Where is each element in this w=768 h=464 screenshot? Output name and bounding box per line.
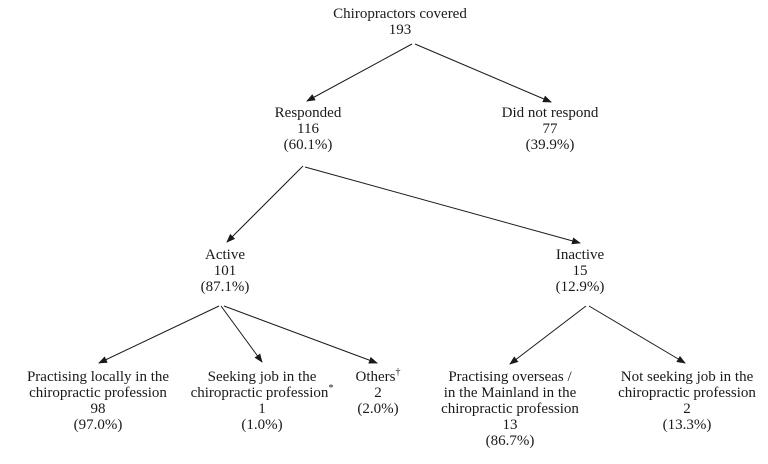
node-not-seeking-job-value: 2 bbox=[683, 401, 691, 417]
node-did-not-respond-label: Did not respond bbox=[501, 105, 599, 121]
node-practising-locally-label-line1: Practising locally in the bbox=[26, 369, 170, 385]
node-inactive-label: Inactive bbox=[555, 247, 605, 263]
node-did-not-respond: Did not respond 77 (39.9%) bbox=[502, 105, 599, 153]
node-active: Active 101 (87.1%) bbox=[201, 247, 250, 295]
node-root-value: 193 bbox=[388, 22, 412, 38]
node-not-seeking-job-percent: (13.3%) bbox=[662, 417, 712, 433]
node-root: Chiropractors covered 193 bbox=[333, 6, 467, 38]
node-practising-locally: Practising locally in the chiropractic p… bbox=[27, 369, 169, 433]
node-practising-overseas-label-line2: in the Mainland in the bbox=[443, 385, 577, 401]
node-responded: Responded 116 (60.1%) bbox=[275, 105, 342, 153]
node-seeking-job-value: 1 bbox=[258, 401, 266, 417]
footnote-dagger-marker: † bbox=[395, 367, 401, 378]
node-others-label: Others† bbox=[355, 367, 401, 386]
node-seeking-job: Seeking job in the chiropractic professi… bbox=[191, 369, 334, 433]
node-practising-overseas-value: 13 bbox=[502, 417, 518, 433]
node-root-label: Chiropractors covered bbox=[333, 6, 467, 22]
node-inactive-value: 15 bbox=[572, 263, 588, 279]
node-seeking-job-label-line2-text: chiropractic profession bbox=[190, 385, 329, 401]
footnote-asterisk-marker: * bbox=[328, 383, 334, 394]
node-others-value: 2 bbox=[374, 385, 382, 401]
arrow-responded-to-inactive bbox=[304, 166, 581, 245]
node-not-seeking-job-label-line2: chiropractic profession bbox=[618, 385, 756, 401]
node-seeking-job-percent: (1.0%) bbox=[241, 417, 283, 433]
node-inactive-percent: (12.9%) bbox=[555, 279, 605, 295]
node-others: Others† 2 (2.0%) bbox=[355, 367, 401, 418]
node-practising-locally-label-line2: chiropractic profession bbox=[29, 385, 167, 401]
arrow-active-to-seeking-job bbox=[220, 305, 263, 363]
node-not-seeking-job-label-line1: Not seeking job in the bbox=[620, 369, 754, 385]
node-responded-percent: (60.1%) bbox=[283, 137, 333, 153]
node-practising-locally-percent: (97.0%) bbox=[73, 417, 123, 433]
node-practising-overseas-label-line1: Practising overseas / bbox=[448, 369, 572, 385]
node-practising-overseas-label-line3: chiropractic profession bbox=[441, 401, 579, 417]
node-active-label: Active bbox=[205, 247, 245, 263]
arrow-inactive-to-not-seeking-job bbox=[588, 305, 686, 364]
arrow-root-to-responded bbox=[306, 43, 413, 102]
node-active-value: 101 bbox=[213, 263, 237, 279]
node-practising-overseas: Practising overseas / in the Mainland in… bbox=[441, 369, 579, 449]
arrow-active-to-practising-locally bbox=[98, 305, 220, 364]
node-others-percent: (2.0%) bbox=[357, 401, 399, 417]
arrow-responded-to-active bbox=[226, 165, 304, 243]
arrow-active-to-others bbox=[223, 305, 378, 364]
node-seeking-job-label-line1: Seeking job in the bbox=[207, 369, 317, 385]
node-active-percent: (87.1%) bbox=[200, 279, 250, 295]
node-inactive: Inactive 15 (12.9%) bbox=[556, 247, 605, 295]
node-responded-label: Responded bbox=[274, 105, 342, 121]
node-did-not-respond-percent: (39.9%) bbox=[525, 137, 575, 153]
arrow-inactive-to-practising-overseas bbox=[509, 305, 587, 365]
node-responded-value: 116 bbox=[297, 121, 319, 137]
arrow-root-to-did-not-respond bbox=[414, 43, 552, 103]
node-practising-locally-value: 98 bbox=[90, 401, 106, 417]
node-seeking-job-label-line2: chiropractic profession* bbox=[190, 383, 334, 402]
node-others-label-text: Others bbox=[355, 369, 396, 385]
node-did-not-respond-value: 77 bbox=[542, 121, 558, 137]
node-not-seeking-job: Not seeking job in the chiropractic prof… bbox=[618, 369, 756, 433]
node-practising-overseas-percent: (86.7%) bbox=[485, 433, 535, 449]
